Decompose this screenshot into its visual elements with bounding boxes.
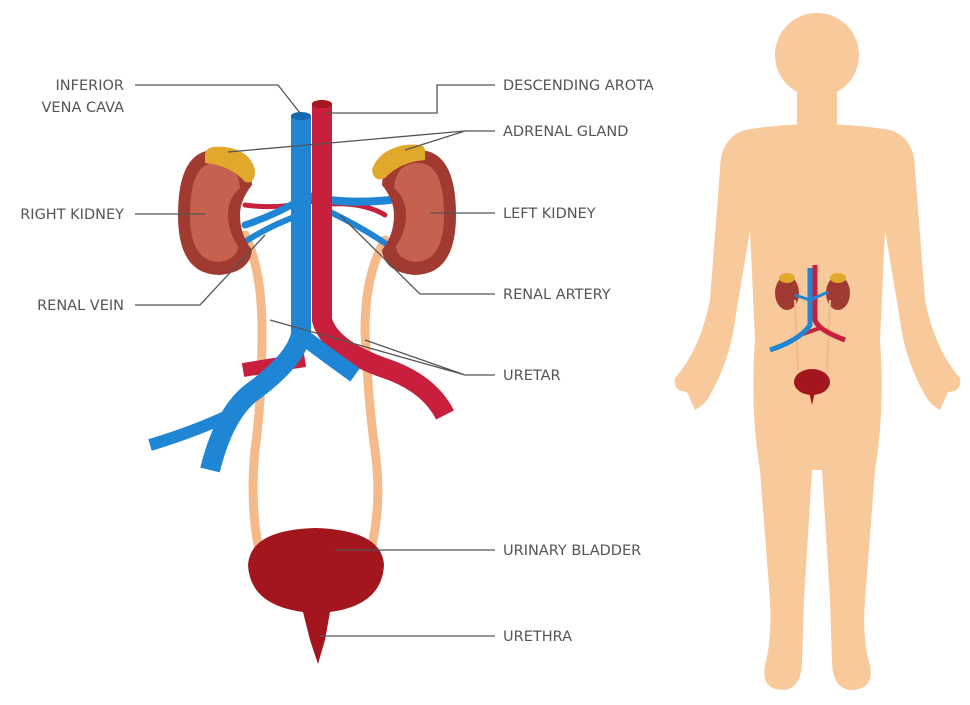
body-mini-urinary-system <box>769 265 850 405</box>
label-renal-artery: RENAL ARTERY <box>503 287 611 303</box>
label-urinary-bladder: URINARY BLADDER <box>503 543 641 559</box>
inferior-vena-cava <box>148 112 360 473</box>
adrenal-glands <box>205 144 425 183</box>
label-adrenal-gland: ADRENAL GLAND <box>503 124 628 140</box>
label-inferior-vena-cava-line1: INFERIOR <box>56 78 124 94</box>
left-kidney <box>382 150 456 275</box>
label-inferior-vena-cava-line2: VENA CAVA <box>42 100 125 116</box>
right-kidney <box>178 150 252 275</box>
label-urethra: URETHRA <box>503 629 572 645</box>
label-left-kidney: LEFT KIDNEY <box>503 206 596 222</box>
urinary-bladder <box>248 528 384 664</box>
human-body-silhouette <box>674 13 961 690</box>
label-renal-vein: RENAL VEIN <box>37 298 124 314</box>
label-ureter: URETAR <box>503 368 561 384</box>
label-right-kidney: RIGHT KIDNEY <box>20 207 124 223</box>
leader-lines <box>135 84 495 637</box>
label-descending-aorta: DESCENDING AROTA <box>503 78 654 94</box>
